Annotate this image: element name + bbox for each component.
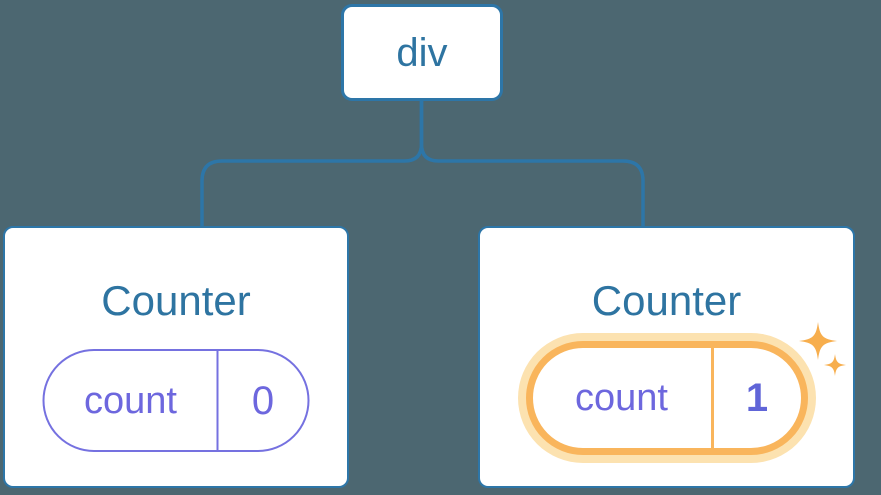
sparkle-icon-small bbox=[824, 354, 846, 376]
sparkle-icon bbox=[799, 322, 846, 376]
component-title-right: Counter bbox=[591, 277, 742, 324]
root-node-label: div bbox=[396, 30, 448, 75]
pill-divider-left bbox=[216, 351, 219, 450]
state-value-left: 0 bbox=[251, 378, 275, 423]
sparkle-icon-large bbox=[799, 322, 837, 360]
counter-card-right: Counter count 1 bbox=[478, 226, 855, 488]
counter-card-left: Counter count 0 bbox=[3, 226, 349, 488]
state-pill-right-updated: count 1 bbox=[525, 341, 808, 455]
connector-left-branch bbox=[200, 100, 424, 227]
connector-right-branch bbox=[419, 100, 645, 228]
component-title-left: Counter bbox=[101, 277, 251, 324]
state-value-right: 1 bbox=[745, 376, 769, 420]
state-key-right: count bbox=[575, 377, 668, 419]
pill-divider-right bbox=[710, 348, 714, 448]
state-pill-left: count 0 bbox=[42, 349, 310, 452]
root-node-div: div bbox=[341, 4, 503, 101]
state-key-left: count bbox=[84, 379, 177, 422]
